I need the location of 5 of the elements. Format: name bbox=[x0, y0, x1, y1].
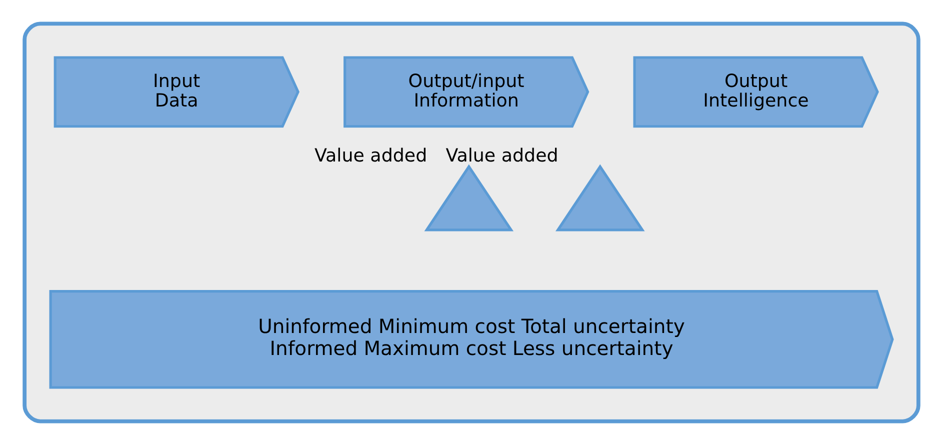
node-triangle bbox=[554, 164, 644, 232]
node-label: Value added bbox=[314, 146, 427, 167]
node-triangle bbox=[424, 164, 514, 232]
node-label: Value added bbox=[445, 146, 558, 167]
cluster bbox=[22, 22, 920, 424]
